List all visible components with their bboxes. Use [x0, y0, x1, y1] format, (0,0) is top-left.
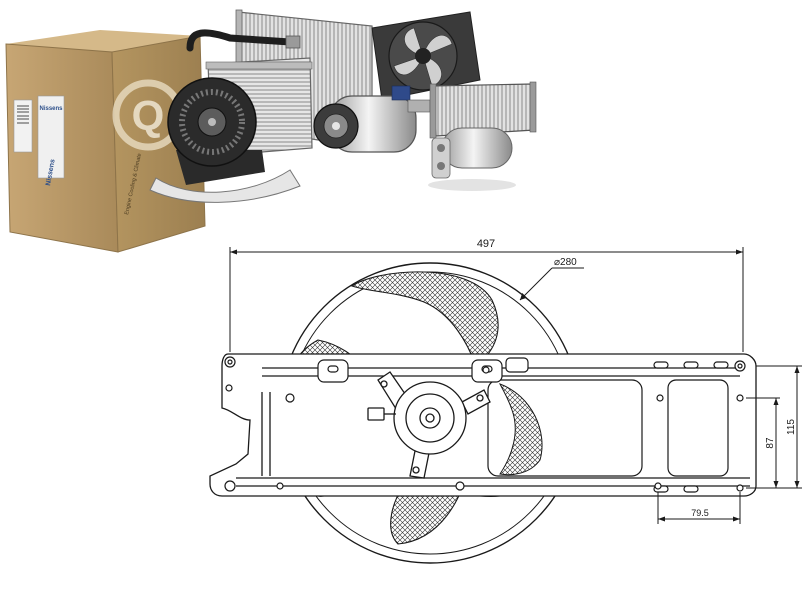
label-hole-offset: 79.5	[691, 508, 709, 518]
dimension-fan-diameter	[519, 267, 584, 301]
label-fan-diameter: ⌀280	[554, 257, 577, 268]
ac-hose-icon	[186, 29, 301, 52]
frame-tab-right	[505, 357, 529, 373]
frame-top-slot-1	[653, 361, 669, 369]
receiver-drier-icon	[428, 127, 516, 191]
mount-hole-bottom-2	[654, 482, 662, 490]
motor-shaft-inner	[425, 413, 435, 423]
frame-bottom-slot-2	[683, 485, 699, 493]
label-height-outer: 115	[786, 419, 797, 435]
fan-blade-1	[350, 271, 499, 367]
mount-hole-br	[736, 484, 744, 492]
mount-hole-bottom-3	[482, 366, 490, 374]
box-barcode-label	[13, 99, 33, 153]
box-brand-label	[37, 95, 65, 179]
quality-badge-letter: Q	[132, 92, 165, 139]
label-overall-width: 497	[477, 238, 495, 250]
mount-hole-bottom-1	[455, 481, 465, 491]
arm-bolt-right	[476, 394, 484, 402]
mount-hole-tl-inner	[227, 359, 233, 365]
product-photo: Nissens Nissens Q Engine Cooling & Clima…	[5, 9, 537, 253]
mount-hole-tr-inner	[737, 363, 743, 369]
dimension-labels: 497 ⌀280 115 87 79.5	[477, 238, 797, 518]
ac-compressor-icon	[313, 85, 431, 153]
mount-hole-shroud-r	[656, 394, 664, 402]
box-brand-text-side: Nissens	[45, 159, 57, 187]
fan-blade-window-part	[498, 383, 543, 476]
frame-left-post	[261, 392, 271, 476]
dimension-overall-width	[229, 247, 744, 352]
arm-bolt-bottom	[412, 466, 420, 474]
motor-connector	[367, 407, 385, 421]
frame-slot-left	[327, 365, 339, 373]
frame-top-slot-2	[683, 361, 699, 369]
box-brand-text: Nissens	[39, 106, 63, 112]
mount-hole-shroud-l	[285, 393, 295, 403]
mount-hole-r-mid	[736, 394, 744, 402]
blower-motor-icon	[149, 77, 301, 203]
radiator-fan-icon	[371, 11, 481, 101]
mounting-holes	[224, 356, 746, 492]
mount-hole-left-mid	[225, 384, 233, 392]
technical-drawing	[209, 247, 802, 564]
dimension-height-inner	[746, 397, 780, 489]
mount-hole-bl	[224, 480, 236, 492]
motor-hub	[367, 371, 491, 479]
dimension-hole-offset	[657, 492, 741, 524]
arm-bolt-top	[380, 380, 388, 388]
mount-hole-bottom-4	[276, 482, 284, 490]
frame-top-slot-3	[713, 361, 729, 369]
heater-core-icon	[429, 81, 537, 139]
frame-window-2	[667, 379, 729, 477]
label-height-inner: 87	[765, 437, 776, 449]
